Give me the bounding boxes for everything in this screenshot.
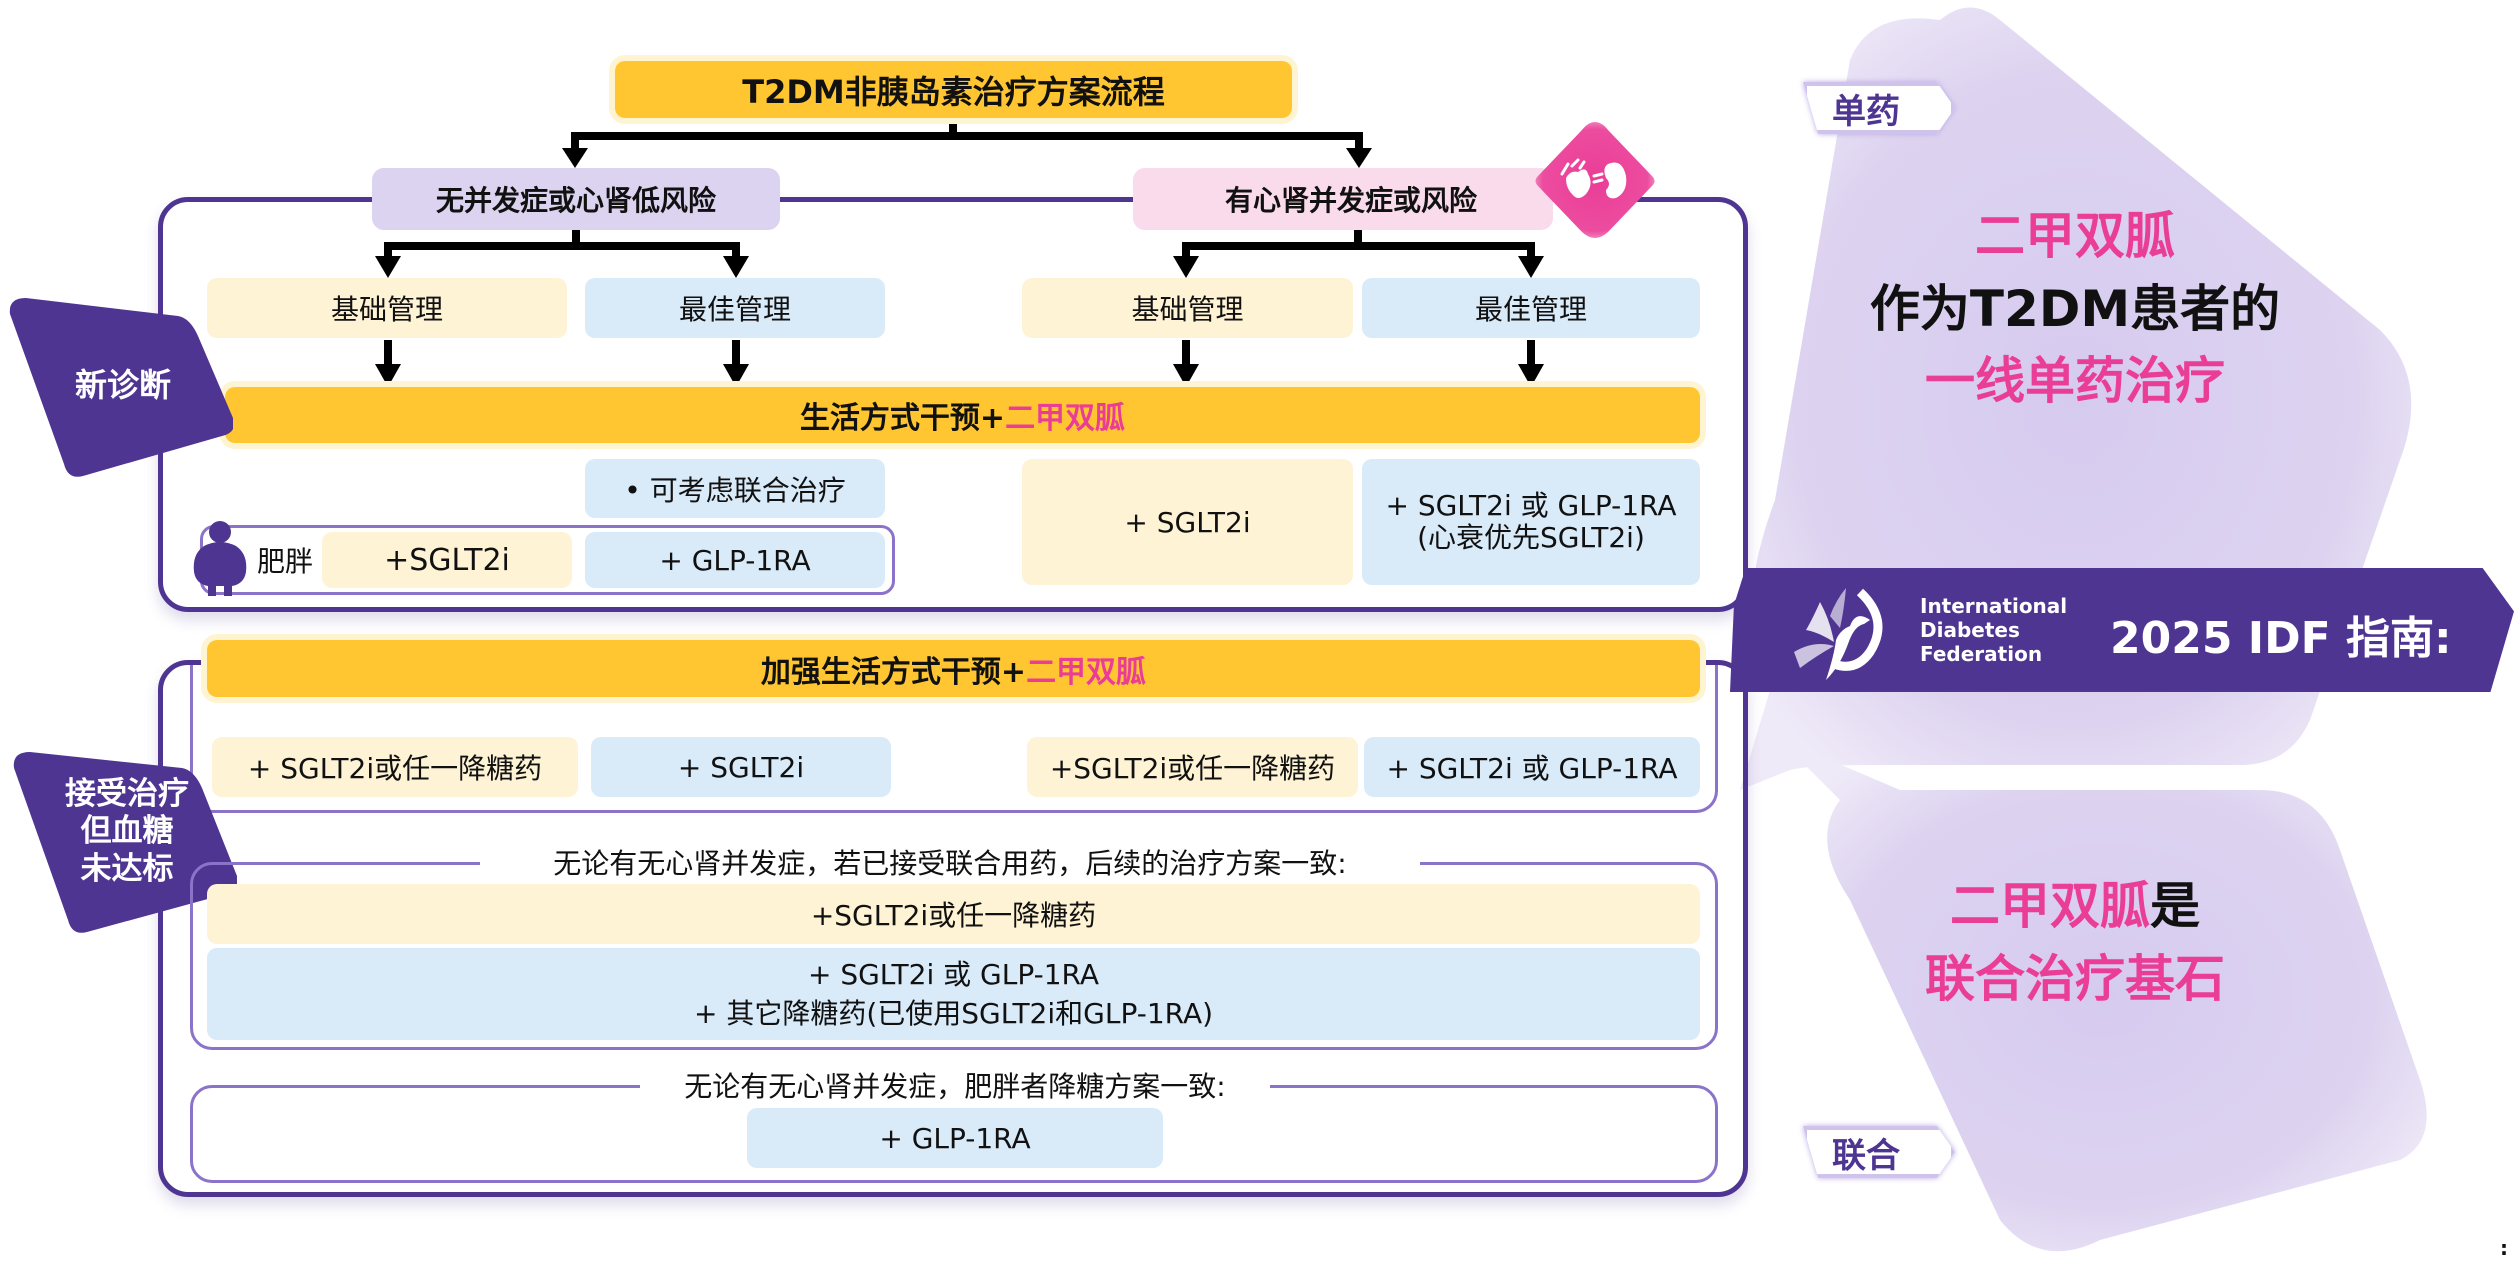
idf-org-name: International Diabetes Federation xyxy=(1920,594,2067,666)
combo-basic-option: +SGLT2i或任一降糖药 xyxy=(207,884,1700,944)
obesity-person-icon xyxy=(190,520,250,598)
branch-high-risk-label: 有心肾并发症或风险 xyxy=(1225,184,1478,217)
page-marker: : xyxy=(2500,1236,2508,1260)
heart-kidney-icon xyxy=(1532,118,1658,244)
monotherapy-tag: 单药 xyxy=(1803,82,1955,134)
idf-guideline-banner: International Diabetes Federation 2025 I… xyxy=(1730,568,2514,692)
idf-org-line2: Diabetes xyxy=(1920,618,2020,642)
high-risk-optimal-line1: + SGLT2i 或 GLP-1RA xyxy=(1385,488,1677,522)
high-risk-optimal-option: + SGLT2i 或 GLP-1RA (心衰优先SGLT2i) xyxy=(1362,459,1700,585)
branch-low-risk: 无并发症或心肾低风险 xyxy=(372,168,780,230)
idf-org-line1: International xyxy=(1920,594,2068,618)
uncontrolled-low-risk-basic: + SGLT2i或任一降糖药 xyxy=(212,737,578,797)
uncontrolled-low-risk-optimal: + SGLT2i xyxy=(591,737,891,797)
new-diagnosis-badge: 新诊断 xyxy=(8,298,233,478)
combo-regimen-note: 无论有无心肾并发症，若已接受联合用药，后续的治疗方案一致: xyxy=(480,842,1420,882)
high-risk-optimal-management: 最佳管理 xyxy=(1362,278,1700,338)
uncontrolled-badge: 接受治疗 但血糖 未达标 xyxy=(12,752,237,934)
monotherapy-line2: 作为T2DM患者的 xyxy=(1869,279,2281,338)
idf-hummingbird-logo xyxy=(1794,588,1883,680)
uncontrolled-high-risk-optimal: + SGLT2i 或 GLP-1RA xyxy=(1364,737,1700,797)
obesity-regimen-note: 无论有无心肾并发症，肥胖者降糖方案一致: xyxy=(640,1065,1270,1105)
combination-line1-metformin: 二甲双胍 xyxy=(1950,877,2150,935)
obesity-regimen-option: + GLP-1RA xyxy=(747,1108,1163,1168)
combo-optimal-line1: + SGLT2i 或 GLP-1RA xyxy=(807,957,1100,991)
high-risk-basic-management: 基础管理 xyxy=(1022,278,1353,338)
branch-high-risk: 有心肾并发症或风险 xyxy=(1133,168,1553,230)
lifestyle-bar-metformin: 二甲双胍 xyxy=(1005,401,1126,436)
combination-line1-suffix: 是 xyxy=(2150,877,2200,935)
combo-optimal-option: + SGLT2i 或 GLP-1RA + 其它降糖药(已使用SGLT2i和GLP… xyxy=(207,948,1700,1040)
monotherapy-line3: 一线单药治疗 xyxy=(1925,352,2225,410)
combination-line2: 联合治疗基石 xyxy=(1925,949,2225,1008)
lifestyle-bar-prefix: 生活方式干预+ xyxy=(799,401,1006,436)
uncontrolled-label-line1: 接受治疗 xyxy=(65,776,189,813)
obesity-low-risk-optimal: + GLP-1RA xyxy=(585,532,885,588)
intensified-lifestyle-bar: 加强生活方式干预+二甲双胍 xyxy=(207,640,1700,697)
consider-combination-note: • 可考虑联合治疗 xyxy=(585,459,885,518)
obesity-low-risk-basic: +SGLT2i xyxy=(322,532,572,588)
combination-line1: 二甲双胍是 xyxy=(1800,870,2350,943)
lifestyle-metformin-bar: 生活方式干预+二甲双胍 xyxy=(225,387,1700,443)
uncontrolled-label-line2: 但血糖 xyxy=(80,813,174,850)
monotherapy-tag-wrap: 单药 xyxy=(1803,82,1955,134)
monotherapy-line1: 二甲双胍 xyxy=(1975,207,2175,265)
flow-title: T2DM非胰岛素治疗方案流程 xyxy=(615,61,1292,118)
intensified-bar-metformin: 二甲双胍 xyxy=(1026,654,1147,690)
low-risk-optimal-management: 最佳管理 xyxy=(585,278,885,338)
uncontrolled-options-frame xyxy=(190,665,1718,813)
bottom-blob xyxy=(1780,740,2427,1252)
monotherapy-statement: 二甲双胍 作为T2DM患者的 一线单药治疗 xyxy=(1800,200,2350,418)
uncontrolled-high-risk-basic: +SGLT2i或任一降糖药 xyxy=(1027,737,1358,797)
combo-optimal-line2: + 其它降糖药(已使用SGLT2i和GLP-1RA) xyxy=(693,997,1214,1030)
obesity-label: 肥胖 xyxy=(256,545,313,578)
combination-tag: 联合 xyxy=(1803,1126,1955,1178)
uncontrolled-label-line3: 未达标 xyxy=(80,850,174,887)
combination-tag-wrap: 联合 xyxy=(1803,1126,1955,1178)
intensified-bar-prefix: 加强生活方式干预+ xyxy=(760,654,1027,690)
idf-guideline-title: 2025 IDF 指南: xyxy=(2110,613,2452,664)
high-risk-optimal-line2: (心衰优先SGLT2i) xyxy=(1417,521,1645,554)
new-diagnosis-label: 新诊断 xyxy=(74,366,171,404)
combination-statement: 二甲双胍是 联合治疗基石 xyxy=(1800,870,2350,1015)
high-risk-basic-option: + SGLT2i xyxy=(1022,459,1353,585)
low-risk-basic-management: 基础管理 xyxy=(207,278,567,338)
idf-org-line3: Federation xyxy=(1920,642,2043,666)
uncontrolled-label: 接受治疗 但血糖 未达标 xyxy=(42,772,212,892)
